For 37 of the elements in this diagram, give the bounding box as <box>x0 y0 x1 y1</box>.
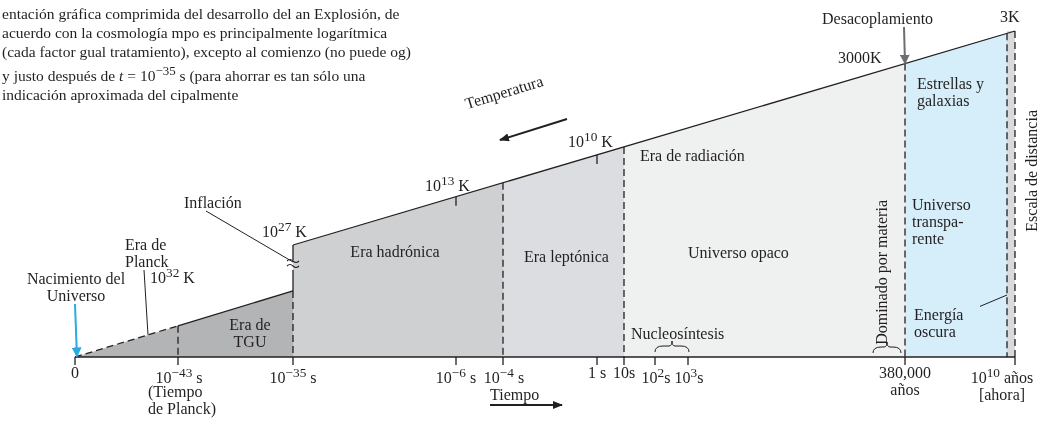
leader-line <box>979 294 1008 307</box>
tick-label: 10$^{3}$s <box>673 364 705 387</box>
leader-line <box>143 269 149 336</box>
text-label: Era de Planck <box>125 236 195 270</box>
caption-text: entación gráfica comprimida del desarrollo del an Explosión, de acuerdo con la cosmología mpo es principalmente logarítmica (cada factor gual tratamiento), excepto al comienzo (no puede og) y justo después de t = 10$^{−35}$ s (para ahorrar es tan sólo una indicación aproximada del cipalmente <box>2 4 412 105</box>
region-label: Era de radiación <box>640 147 746 164</box>
region-label: Era de TGU <box>228 316 272 350</box>
tick-label: 380,000 años <box>878 364 932 398</box>
temperature-label: 3000K <box>838 49 883 66</box>
region-label: Era hadrónica <box>349 243 441 260</box>
temperature-label: 10$^{27}$ K <box>262 218 308 241</box>
temperature-label: 3K <box>1000 8 1021 25</box>
arrow <box>71 303 82 358</box>
tick-label: 0 <box>70 364 80 381</box>
text-label: Energía oscura <box>914 306 986 341</box>
tick-label: 10$^{−35}$ s <box>268 364 318 387</box>
tick-label: 10s <box>611 364 637 381</box>
tick-label: 1 s <box>586 364 608 381</box>
text-label: Desacoplamiento <box>822 10 957 27</box>
region-label: Era leptónica <box>524 248 610 265</box>
leader-line <box>205 210 294 263</box>
region-label: Estrellas y galaxias <box>917 75 986 109</box>
axis-title: Escala de distancia <box>1023 110 1040 232</box>
tick-label: 10$^{2}$s <box>640 364 672 387</box>
region-label: Universo opaco <box>688 244 790 261</box>
era-label: Dominado por materia <box>873 200 890 345</box>
tick-label: 10$^{−4}$ s <box>482 364 526 387</box>
temperature-label: 10$^{10}$ K <box>568 128 614 151</box>
arrow <box>899 26 910 65</box>
axis-title: Tiempo <box>490 386 541 403</box>
region-label: Universo transpa- rente <box>912 196 972 247</box>
text-label: Inflación <box>184 194 256 211</box>
tick-label: 10$^{−6}$ s <box>434 364 478 387</box>
temperature-label: 10$^{13}$ K <box>425 172 471 195</box>
region-label: Nucleosíntesis <box>631 325 726 342</box>
text-label: Nacimiento del Universo <box>14 270 138 304</box>
tick-label: 10$^{10}$ años [ahora] <box>969 364 1035 404</box>
